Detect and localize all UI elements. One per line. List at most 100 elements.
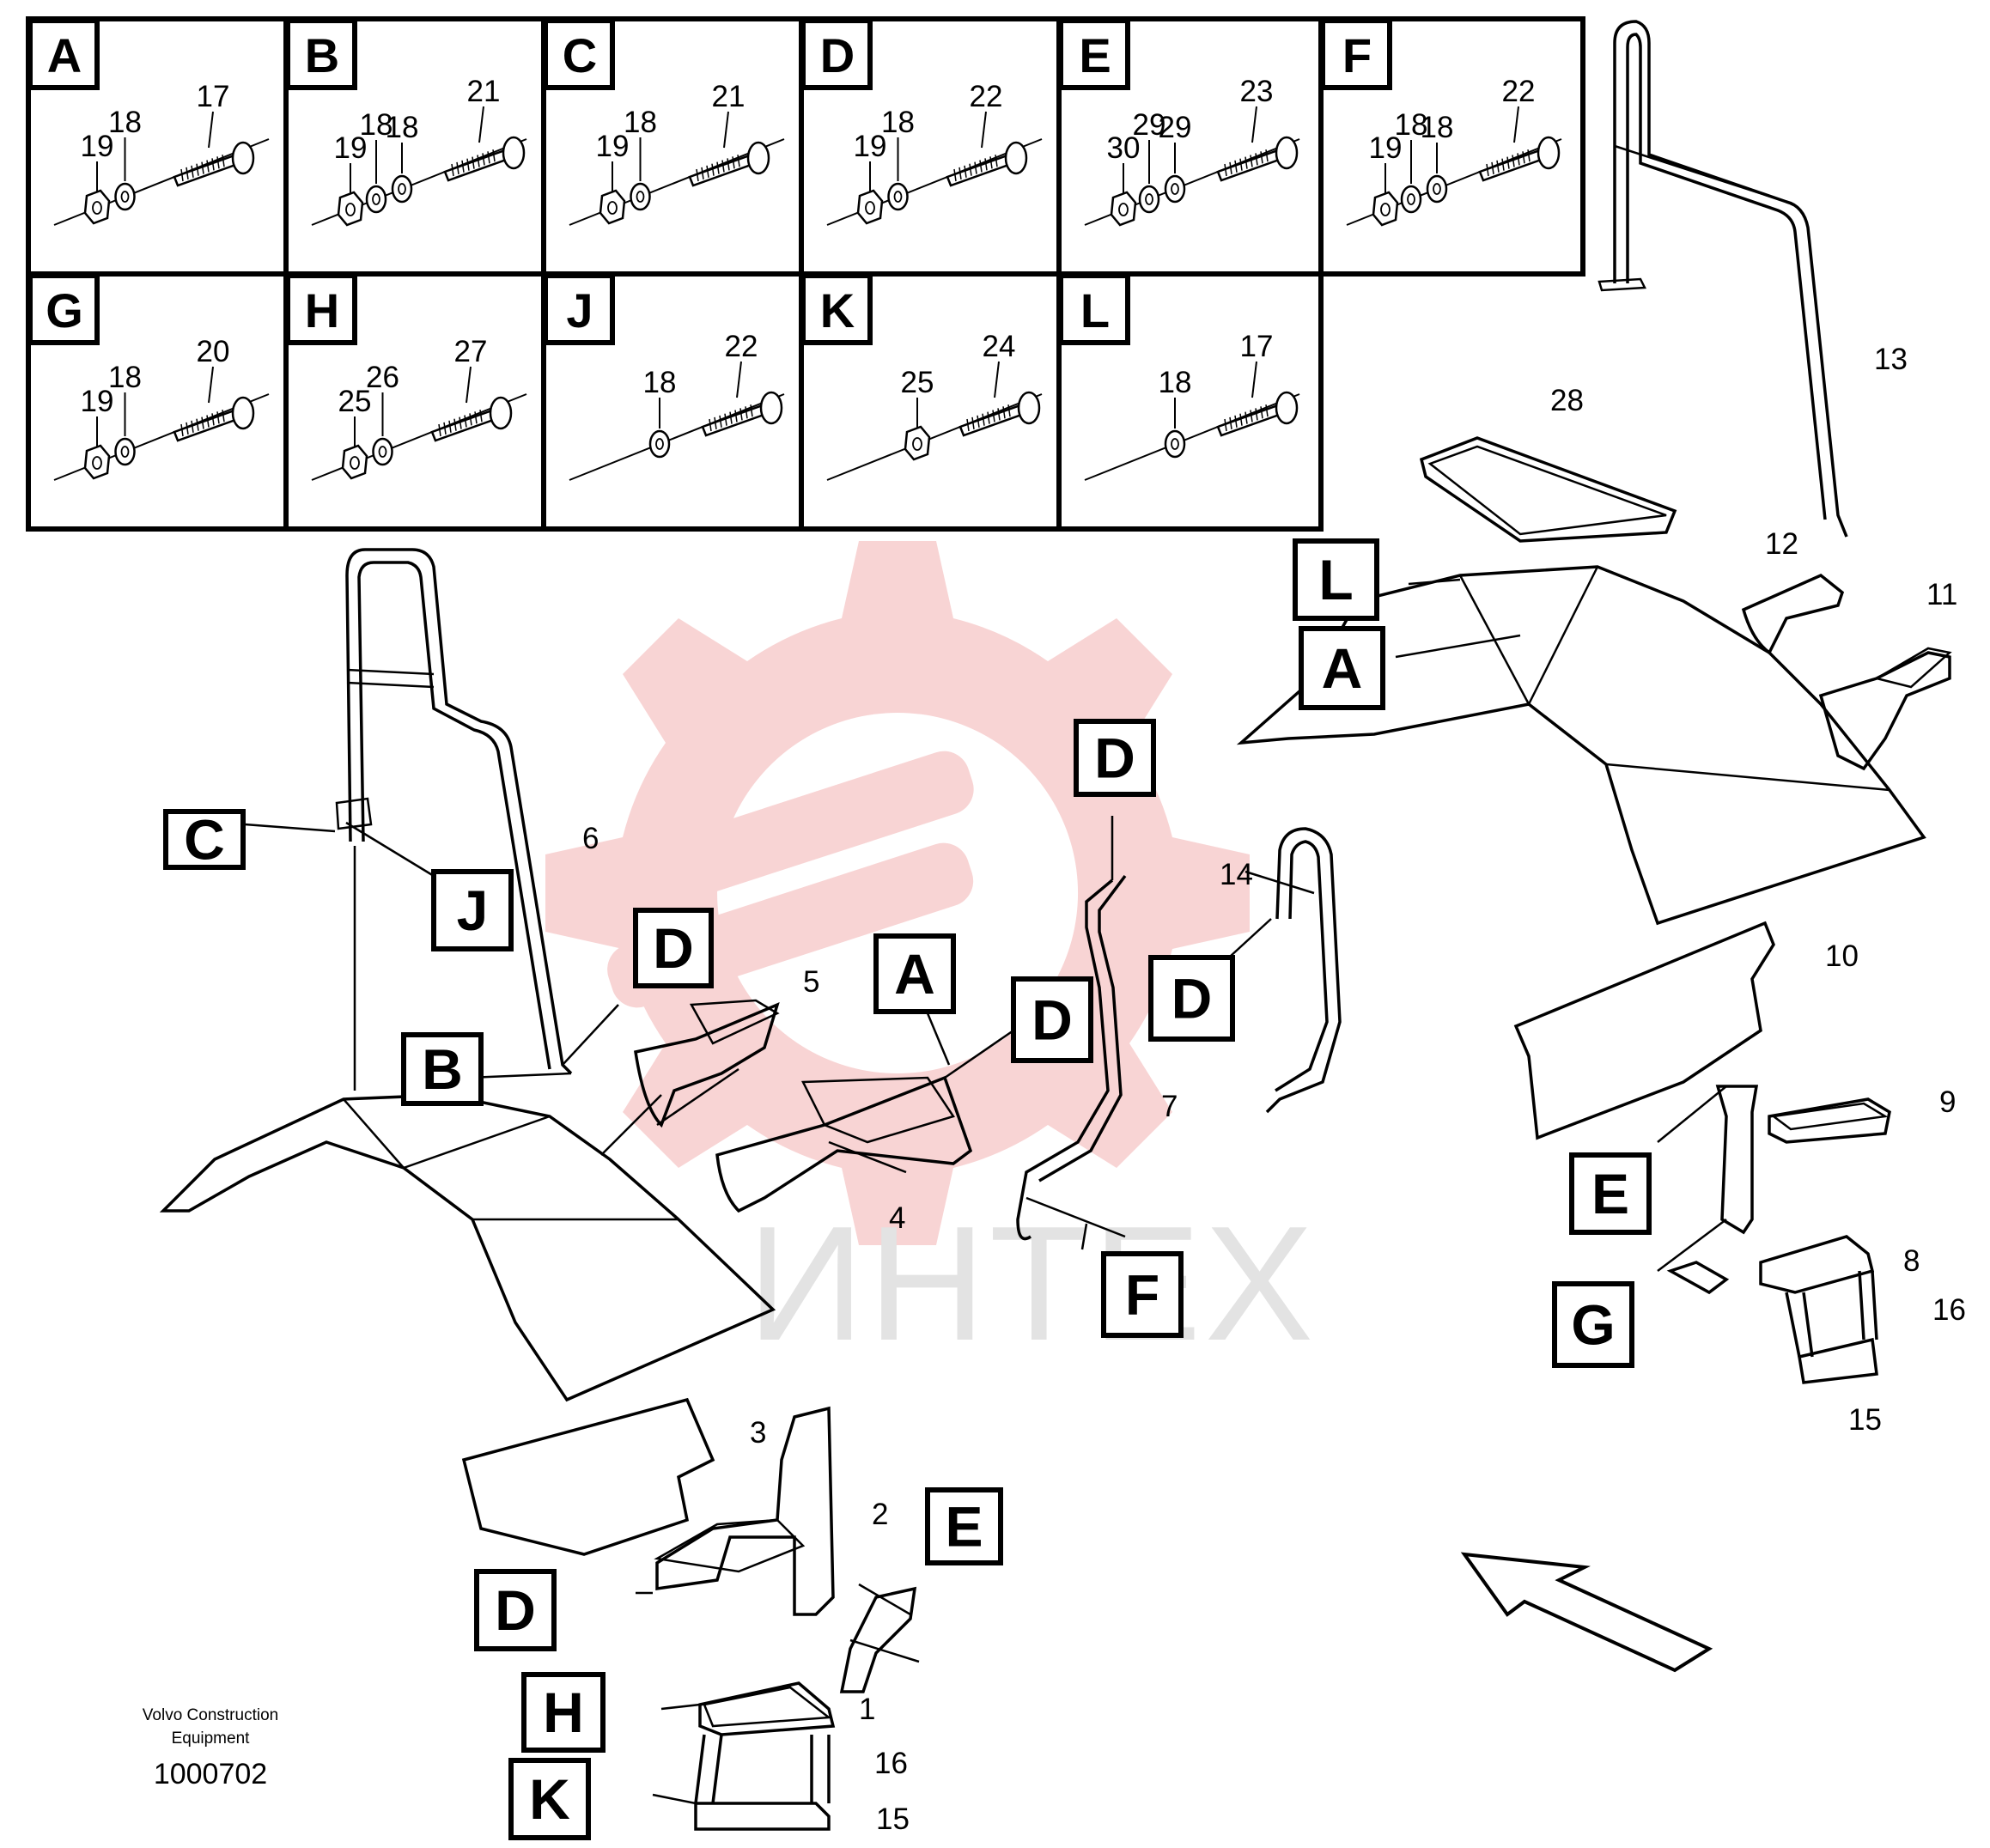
washer-hole: [1433, 183, 1441, 195]
bolt-thread: [456, 161, 459, 175]
bolt-shank: [958, 404, 1025, 437]
washer-hole: [1145, 193, 1153, 205]
bolt-thread: [1224, 163, 1227, 177]
callout-j: J: [431, 869, 514, 951]
bolt-thread: [1255, 408, 1258, 421]
bolt-shank: [443, 149, 510, 182]
washer-hole: [398, 183, 406, 195]
callout-box: [1552, 1281, 1634, 1368]
step-28: [1419, 436, 1677, 543]
ladder-16: [694, 1734, 831, 1804]
bolt-thread: [180, 423, 184, 437]
callout-box: [1299, 626, 1385, 710]
bolt-thread: [1234, 160, 1238, 173]
bolt-thread: [987, 411, 990, 424]
step-9: [1768, 1097, 1891, 1144]
cell-letter: E: [1079, 28, 1111, 82]
fastener-part-number: 20: [197, 335, 230, 368]
bolt-thread: [477, 155, 480, 167]
cell-letter-box: [800, 273, 873, 345]
left-fender-panel: [343, 1098, 679, 1221]
label-leader: [994, 361, 1000, 398]
callout-box: [873, 933, 956, 1014]
bolt-thread: [479, 410, 483, 422]
washer-hole: [1171, 438, 1179, 450]
fastener-part-number: 19: [596, 130, 630, 163]
label-leader: [723, 111, 729, 149]
bolt-head: [1017, 391, 1041, 425]
bolt-thread: [711, 163, 715, 176]
callout-box: [431, 869, 514, 951]
nut-hole: [607, 201, 618, 215]
bolt-thread: [971, 416, 975, 430]
bolt-head: [502, 136, 526, 170]
bolt-head: [746, 141, 770, 175]
bolt-thread: [958, 167, 962, 180]
bolt-head: [231, 396, 255, 430]
bolt-thread: [448, 420, 452, 433]
fastener-part-number: 17: [1240, 330, 1274, 363]
bolt-thread: [982, 413, 985, 426]
bolt-thread: [977, 415, 980, 428]
callout-letter: H: [543, 1681, 584, 1744]
bolt-thread: [995, 155, 998, 167]
bolt-thread: [1522, 151, 1525, 164]
fastener-part-number: 17: [197, 80, 230, 113]
bolt-thread: [206, 415, 210, 428]
right-handrail-crossbar: [1614, 144, 1787, 204]
washer-hole: [655, 438, 664, 450]
bolt-thread: [453, 418, 457, 431]
bolt-thread: [191, 420, 194, 433]
washer-hole: [372, 193, 380, 205]
step-5: [634, 1001, 780, 1128]
footer-line2: Equipment: [172, 1729, 251, 1748]
bolt-thread: [474, 411, 478, 424]
bolt-thread: [1512, 155, 1515, 167]
bolt-head: [1004, 141, 1028, 175]
bolt-thread: [727, 158, 730, 171]
bolt-thread: [745, 406, 748, 419]
watermark-gear: [545, 541, 1250, 1245]
callout-b: B: [401, 1032, 484, 1106]
left-handrail-bracket: [335, 797, 373, 830]
cell-letter: H: [305, 283, 339, 337]
bolt-thread: [1007, 404, 1011, 417]
fastener-part-number: 19: [334, 131, 368, 165]
callout-letter: A: [894, 942, 935, 1006]
step-9-bracket: [1715, 1085, 1759, 1235]
bolt-thread: [1265, 149, 1269, 162]
bolt-thread: [1496, 160, 1500, 173]
callout-d: D: [633, 908, 714, 988]
callout-letter: B: [422, 1037, 463, 1101]
bolt-thread: [216, 411, 220, 424]
washer-hole: [1171, 183, 1179, 195]
bolt-thread: [1255, 153, 1258, 166]
step-8-bracket: [1666, 1261, 1730, 1295]
label-leader: [208, 111, 214, 149]
step-9-tread: [1770, 1102, 1889, 1131]
fastener-part-number: 21: [467, 75, 501, 108]
cell-letter: G: [46, 283, 83, 337]
bolt-thread: [1250, 410, 1253, 422]
bolt-thread: [186, 167, 189, 180]
callout-letter: D: [1032, 988, 1073, 1052]
part-number-16: 16: [1932, 1293, 1966, 1327]
bolt-thread: [1260, 406, 1263, 419]
part-number-3: 3: [750, 1416, 766, 1450]
cell-letter-box: [285, 18, 357, 90]
callout-box: [401, 1032, 484, 1106]
nut-hole: [350, 456, 360, 470]
bolt-thread: [1265, 404, 1269, 417]
fastener-part-number: 25: [338, 385, 372, 418]
fastener-part-number: 29: [1159, 111, 1192, 144]
bolt-thread: [1491, 161, 1494, 175]
bolt-thread: [1486, 163, 1489, 177]
bolt-thread: [196, 418, 199, 431]
watermark-gear-logo: ИНТЕХ: [545, 541, 1313, 1375]
bolt-thread: [451, 163, 454, 177]
part-number-1: 1: [859, 1693, 875, 1726]
step-4-tread: [801, 1076, 955, 1144]
bolt-thread: [1506, 156, 1510, 169]
